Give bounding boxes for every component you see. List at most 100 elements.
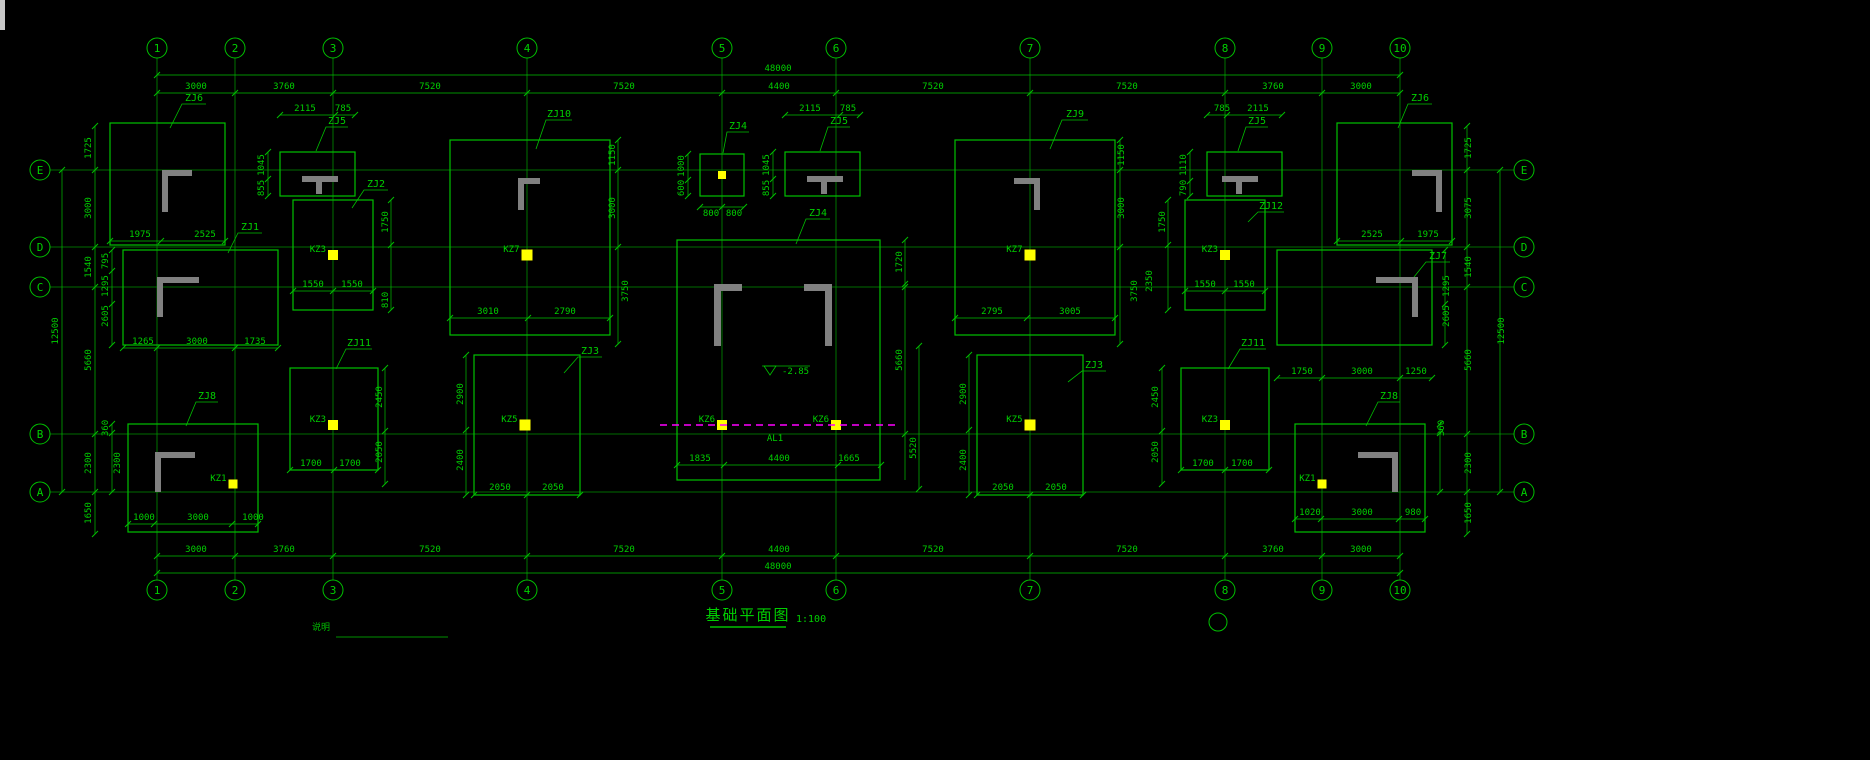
dim-tick	[462, 491, 470, 499]
leader-ZJ8	[1365, 401, 1400, 427]
column-label-KZ3: KZ3	[310, 415, 326, 425]
grid-bubble-top-1-label: 1	[154, 42, 161, 55]
wall-mark	[804, 284, 832, 291]
column-label-KZ7: KZ7	[503, 245, 519, 255]
leader-ZJ3	[1067, 370, 1106, 383]
dim-tick	[1158, 427, 1166, 435]
footing-ZJ2	[292, 199, 374, 311]
dim-tick	[1463, 122, 1471, 130]
dim-text: 1000	[677, 155, 687, 177]
dim-text: 7520	[922, 82, 944, 92]
grid-bubble-top-10-label: 10	[1393, 42, 1406, 55]
dim-text: 1250	[1405, 367, 1427, 377]
grid-bubble-left-D-label: D	[37, 241, 44, 254]
grid-bubble-left-C-label: C	[37, 281, 44, 294]
dim-tick	[264, 175, 272, 183]
grid-bubble-bottom-7-label: 7	[1027, 584, 1034, 597]
wall-mark	[518, 178, 540, 184]
dim-tick	[696, 203, 704, 211]
dim-tick	[108, 429, 116, 437]
dim-text: 800	[726, 209, 742, 219]
dim-tick	[231, 552, 239, 560]
dim-tick	[231, 344, 239, 352]
grid-bubble-left-E-label: E	[37, 164, 44, 177]
dim-text: 790	[1179, 180, 1189, 196]
column-unlabeled	[718, 171, 726, 179]
dim-text: 3760	[273, 545, 295, 555]
dim-text: 4400	[768, 82, 790, 92]
dim-tick	[1463, 530, 1471, 538]
leader-ZJ7	[1413, 261, 1450, 278]
grid-bubble-top-7	[1019, 37, 1041, 59]
footing-label-ZJ6: ZJ6	[1411, 93, 1429, 104]
dim-tick	[91, 122, 99, 130]
dim-tick	[1116, 340, 1124, 348]
footing-ZJ6	[109, 122, 226, 246]
dim-tick	[1436, 488, 1444, 496]
dim-tick	[1318, 374, 1326, 382]
dim-text: 2900	[959, 383, 969, 405]
dim-text: 2795	[981, 307, 1003, 317]
dim-tick	[1395, 515, 1403, 523]
dim-text: 3000	[186, 337, 208, 347]
dim-tick	[108, 420, 116, 428]
column-label-KZ6: KZ6	[813, 415, 829, 425]
dim-tick	[1261, 287, 1269, 295]
dim-tick	[901, 280, 909, 288]
dim-tick	[254, 520, 262, 528]
dim-tick	[289, 287, 297, 295]
dim-text: 1725	[1464, 137, 1474, 159]
dim-tick	[1421, 515, 1429, 523]
grid-bubble-top-9-label: 9	[1319, 42, 1326, 55]
grid-bubble-bottom-8	[1214, 579, 1236, 601]
column-label-KZ5: KZ5	[501, 415, 517, 425]
grid-bubble-top-9	[1311, 37, 1333, 59]
wall-mark	[316, 182, 322, 194]
dim-tick	[1116, 136, 1124, 144]
grid-bubble-top-8	[1214, 37, 1236, 59]
dim-text: 1150	[1117, 144, 1127, 166]
column-label-KZ5: KZ5	[1006, 415, 1022, 425]
dim-text: 7520	[1116, 545, 1138, 555]
dim-tick	[614, 136, 622, 144]
dim-tick	[387, 306, 395, 314]
dim-text: 1550	[1233, 280, 1255, 290]
dim-tick	[286, 466, 294, 474]
wall-mark	[714, 284, 742, 291]
wall-mark	[302, 176, 338, 182]
dim-tick	[901, 236, 909, 244]
dim-tick	[91, 430, 99, 438]
dim-text: 3000	[185, 545, 207, 555]
dim-tick	[1428, 374, 1436, 382]
dim-tick	[1164, 241, 1172, 249]
dim-tick	[673, 461, 681, 469]
wall-mark	[1412, 170, 1442, 176]
dim-text: 1540	[84, 256, 94, 278]
grid-bubble-right-E	[1513, 159, 1535, 181]
dim-tick	[387, 241, 395, 249]
wall-mark	[162, 170, 168, 212]
wall-mark	[1236, 182, 1242, 194]
dim-tick	[462, 351, 470, 359]
dim-tick	[1116, 243, 1124, 251]
dim-tick	[228, 520, 236, 528]
dim-text: 3000	[84, 197, 94, 219]
footing-label-ZJ4: ZJ4	[809, 208, 827, 219]
column-label-KZ6: KZ6	[699, 415, 715, 425]
dim-text: 3000	[1351, 367, 1373, 377]
dim-text: 2400	[959, 449, 969, 471]
dim-text: 7520	[922, 545, 944, 555]
drawing-title: 基础平面图	[705, 606, 790, 624]
wall-mark	[1034, 178, 1040, 210]
dim-text: 1295	[1442, 275, 1452, 297]
grid-bubble-bottom-6-label: 6	[833, 584, 840, 597]
dim-text: 3760	[273, 82, 295, 92]
dim-text: 3000	[1350, 545, 1372, 555]
dim-tick	[606, 314, 614, 322]
footing-label-ZJ8: ZJ8	[198, 391, 216, 402]
dim-text: 2900	[456, 383, 466, 405]
dim-text: 785	[840, 104, 856, 114]
grid-bubble-top-6-label: 6	[833, 42, 840, 55]
